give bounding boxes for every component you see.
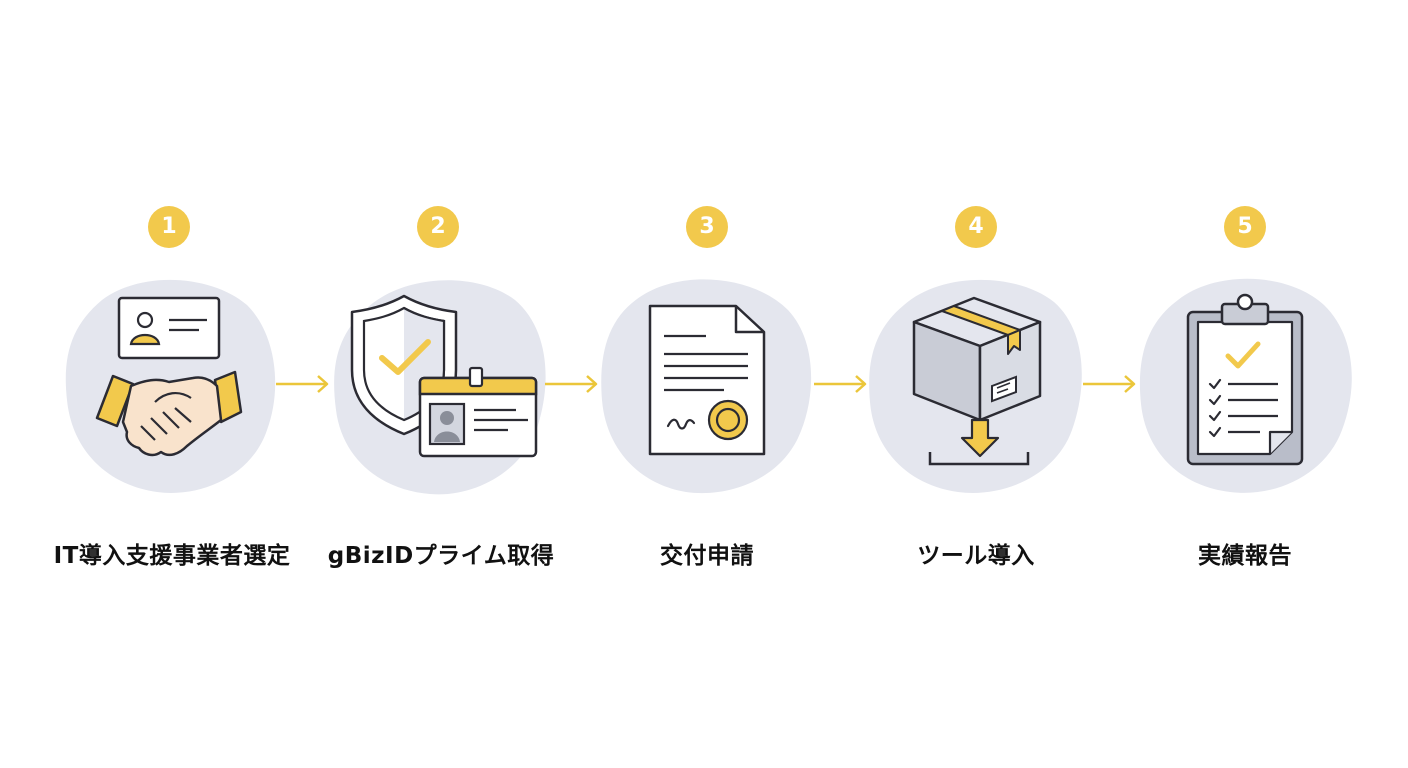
step-4-label: ツール導入 [917, 543, 1035, 569]
step-1-label: IT導入支援事業者選定 [53, 543, 291, 569]
arrow-right-icon [276, 375, 329, 393]
step-3-number-badge: 3 [686, 206, 728, 248]
certificate-document-icon [648, 304, 766, 456]
step-2-label: gBizIDプライム取得 [327, 543, 555, 569]
handshake-business-card-icon [95, 296, 243, 457]
arrow-right-icon [1083, 375, 1136, 393]
package-install-icon [912, 296, 1042, 466]
arrow-right-icon [814, 375, 867, 393]
step-3-label: 交付申請 [660, 543, 754, 569]
step-5-label: 実績報告 [1198, 543, 1292, 569]
shield-id-card-icon [350, 294, 538, 458]
step-2-number-badge: 2 [417, 206, 459, 248]
clipboard-checklist-icon [1186, 293, 1304, 466]
step-1-number-badge: 1 [148, 206, 190, 248]
arrow-right-icon [545, 375, 598, 393]
step-4-number-badge: 4 [955, 206, 997, 248]
step-5-number-badge: 5 [1224, 206, 1266, 248]
